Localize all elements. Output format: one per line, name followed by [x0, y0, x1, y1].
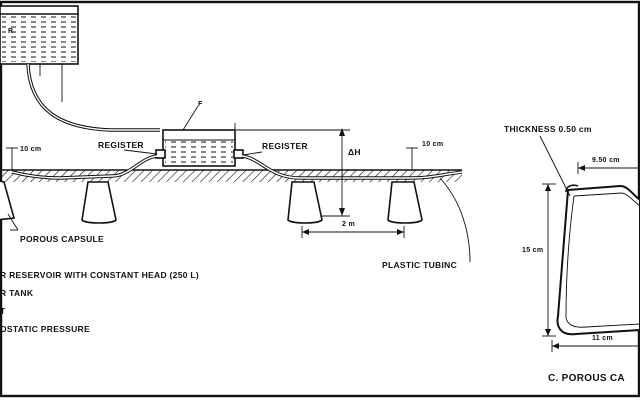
capsule-4	[387, 181, 423, 224]
reservoir-letter: R	[8, 28, 13, 35]
reservoir	[0, 5, 79, 102]
dim-11cm: 11 cm	[592, 335, 613, 342]
register-valve-left	[155, 149, 166, 159]
register-valve-right	[233, 149, 244, 159]
dim-950cm: 9.50 cm	[592, 157, 620, 164]
legend-item-2: R TANK	[0, 288, 34, 298]
supply-tube	[26, 63, 160, 132]
legend-item-1: R RESERVOIR WITH CONSTANT HEAD (250 L)	[0, 270, 199, 280]
dim-10cm-right: 10 cm	[422, 141, 443, 148]
register-label-left: REGISTER	[98, 140, 144, 150]
legend-item-3: T	[0, 306, 6, 316]
section-title: C. POROUS CA	[548, 373, 625, 384]
delta-h-label: ΔH	[348, 147, 361, 157]
tank	[162, 123, 236, 167]
legend-item-4: OSTATIC PRESSURE	[0, 324, 90, 334]
tank-letter: F	[198, 101, 203, 108]
porous-capsule-label: POROUS CAPSULE	[20, 234, 104, 244]
thickness-label: THICKNESS 0.50 cm	[504, 124, 592, 134]
plastic-tubing-label: PLASTIC TUBINC	[382, 260, 457, 270]
legend: R RESERVOIR WITH CONSTANT HEAD (250 L) R…	[0, 270, 199, 334]
capsule-2	[81, 181, 117, 224]
capsule-3	[287, 181, 323, 224]
capsule-detail	[556, 184, 640, 336]
dim-2m: 2 m	[342, 221, 355, 228]
tank-leader	[182, 105, 199, 131]
dim-10cm-left: 10 cm	[20, 146, 41, 153]
capsule-1	[0, 180, 16, 221]
dim-15cm: 15 cm	[522, 247, 543, 254]
register-label-right: REGISTER	[262, 141, 308, 151]
